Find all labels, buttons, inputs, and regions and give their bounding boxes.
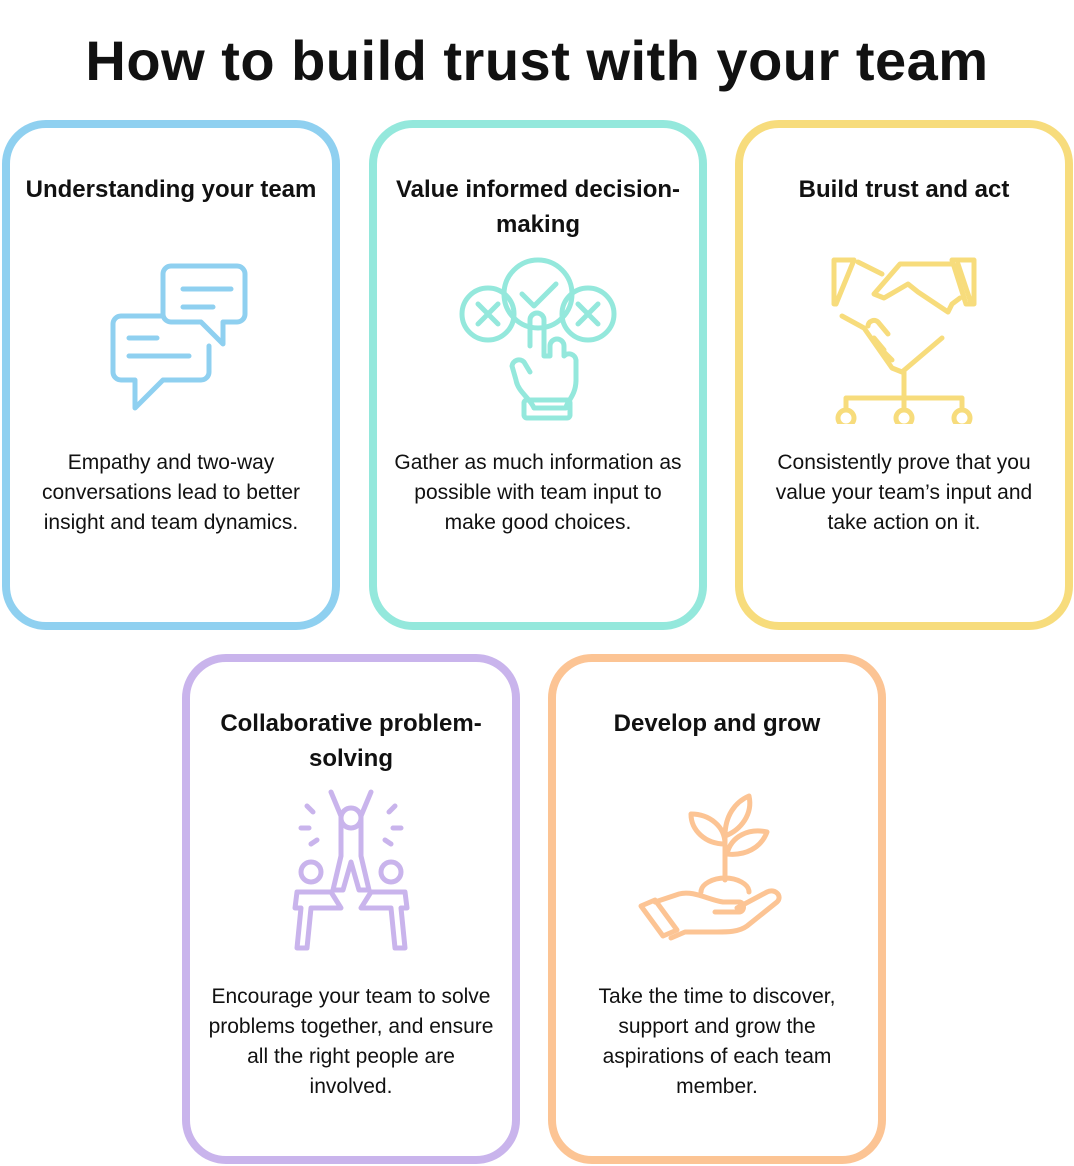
- card-build-trust-and-act: Build trust and act Consistently prove t…: [735, 120, 1073, 630]
- card-title: Understanding your team: [25, 176, 317, 203]
- card-value-informed-decision-making: Value informed decision-making Gather as…: [369, 120, 707, 630]
- card-body: Gather as much information as possible w…: [394, 451, 682, 534]
- team-celebration-icon: [271, 788, 431, 958]
- card-title: Develop and grow: [613, 710, 821, 737]
- handshake-team-icon: [824, 254, 984, 429]
- card-collaborative-problem-solving: Collaborative problem-solving Encourage …: [182, 654, 520, 1164]
- page-title: How to build trust with your team: [85, 29, 989, 92]
- card-title: Build trust and act: [798, 176, 1010, 203]
- card-title: Collaborative problem-solving: [220, 710, 482, 772]
- card-body: Encourage your team to solve problems to…: [208, 985, 494, 1098]
- card-title: Value informed decision-making: [395, 176, 681, 238]
- card-body: Take the time to discover, support and g…: [598, 985, 836, 1098]
- card-understanding-your-team: Understanding your team Empathy and two-…: [2, 120, 340, 630]
- hand-plant-icon: [637, 788, 797, 958]
- card-body: Empathy and two-way conversations lead t…: [42, 451, 300, 534]
- card-develop-and-grow: Develop and grow Take the time to discov…: [548, 654, 886, 1164]
- card-body: Consistently prove that you value your t…: [775, 451, 1033, 534]
- chat-bubbles-icon: [91, 254, 251, 424]
- choice-check-icon: [458, 254, 618, 424]
